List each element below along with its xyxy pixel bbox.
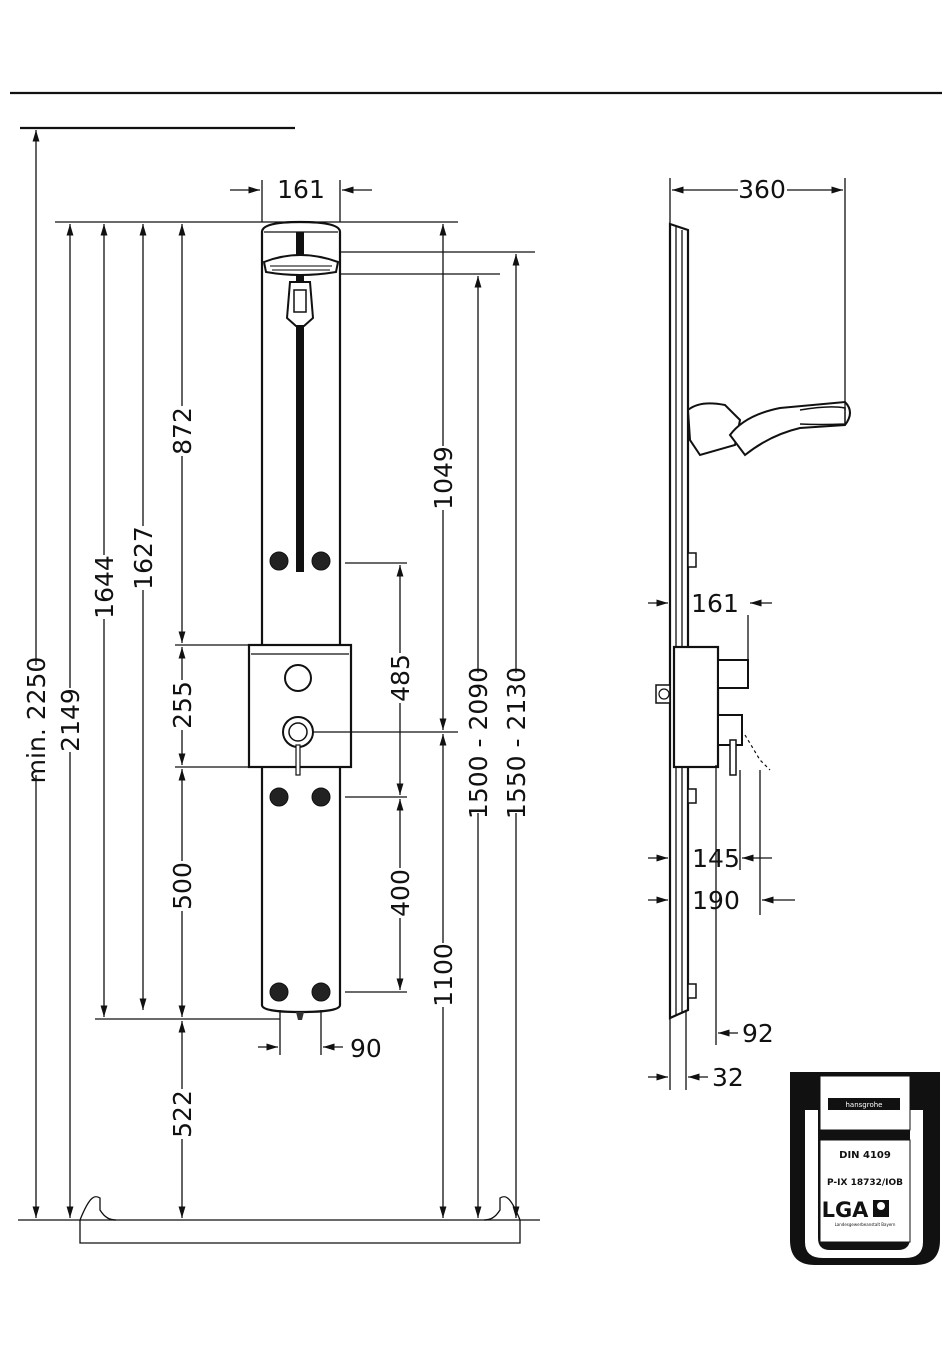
dim-range-b: 1550 - 2130 [502, 667, 531, 819]
side-hand-shower [730, 402, 850, 455]
dim-to-top: 2149 [56, 688, 85, 752]
front-view: 161 90 min. 2250 2149 1644 1627 872 255 … [18, 130, 540, 1243]
dim-overall-min: min. 2250 [22, 657, 51, 784]
body-jet-upper-left [270, 552, 288, 570]
certification-badge: hansgrohe DIN 4109 P-IX 18732/IOB LGA La… [790, 1072, 940, 1265]
dim-mixer-height: 1100 [429, 943, 458, 1007]
badge-lab: LGA [822, 1198, 870, 1222]
side-control-box [674, 647, 718, 767]
dim-to-lower-nozzles: 1627 [129, 526, 158, 590]
dim-box-depth: 190 [692, 886, 740, 915]
body-jet-lower-left [270, 983, 288, 1001]
dim-shower-head-height: 1049 [429, 446, 458, 510]
holder-slot [294, 290, 306, 312]
side-nozzle-lower [688, 984, 696, 998]
dim-to-upper-nozzles: 1644 [90, 555, 119, 619]
side-view: 360 161 145 190 92 32 [648, 175, 850, 1092]
side-nozzle-middle [688, 789, 696, 803]
badge-brand: hansgrohe [845, 1101, 882, 1109]
dim-panel-width: 161 [277, 175, 325, 204]
dim-nozzle-depth: 92 [742, 1019, 774, 1048]
dim-mid-section: 500 [168, 862, 197, 910]
side-panel [670, 224, 688, 1018]
badge-lab-logo-dot [877, 1202, 885, 1210]
diverter-knob [285, 665, 311, 691]
dim-lever-depth: 145 [692, 844, 740, 873]
shower-head [264, 255, 338, 275]
mixer-knob-inner [289, 723, 307, 741]
dim-control-box: 255 [168, 681, 197, 729]
dim-floor-clearance: 522 [168, 1090, 197, 1138]
badge-lab-subtitle: Landesgewerbeanstalt Bayern [835, 1222, 896, 1227]
dim-upper-section: 872 [168, 407, 197, 455]
side-nozzle-upper [688, 553, 696, 567]
side-hand-shower-holder [688, 403, 740, 455]
side-extension-lines [670, 178, 845, 1090]
dim-range-a: 1500 - 2090 [464, 667, 493, 819]
badge-standard: DIN 4109 [839, 1150, 891, 1161]
body-jet-middle-right [312, 788, 330, 806]
badge-test-number: P-IX 18732/IOB [827, 1178, 903, 1188]
body-jet-middle-left [270, 788, 288, 806]
dim-arm-reach: 360 [738, 175, 786, 204]
body-jet-upper-right [312, 552, 330, 570]
side-back-fitting-cap [659, 689, 669, 699]
body-jet-lower-right [312, 983, 330, 1001]
dim-nozzle-spacing: 90 [350, 1034, 382, 1063]
side-mixer-lever [730, 740, 736, 775]
dim-nozzle-row-upper: 485 [386, 654, 415, 702]
dim-panel-depth: 32 [712, 1063, 744, 1092]
side-dimension-arrows [648, 190, 843, 1077]
drain-knob [296, 1012, 304, 1020]
side-diverter [718, 660, 748, 688]
mixer-lever [296, 745, 300, 775]
dim-mixer-depth: 161 [691, 589, 739, 618]
dim-nozzle-row-lower: 400 [386, 869, 415, 917]
side-lever-swing [745, 735, 770, 770]
